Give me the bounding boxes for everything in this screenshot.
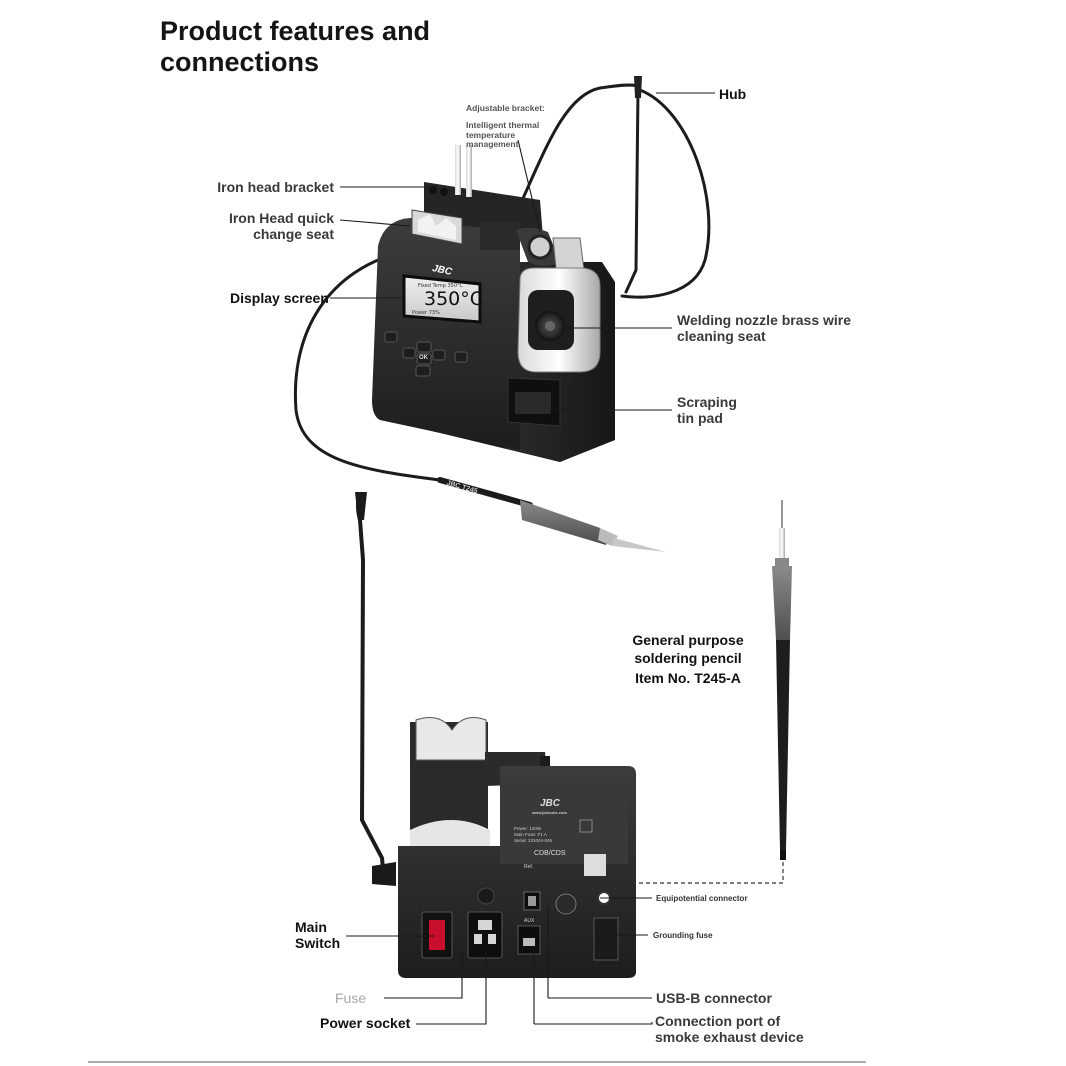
lcd-temperature: 350°C (424, 288, 484, 310)
pencil-t245 (772, 500, 792, 860)
side-holder (355, 492, 396, 886)
label-main-switch-line-2: Switch (295, 935, 341, 951)
label-pencil-line-1: General purpose (632, 632, 744, 648)
label-brass-wire-seat: Welding nozzle brass wire cleaning seat (677, 312, 851, 344)
rear-power: Power: 120W (514, 826, 542, 831)
label-pencil-item: Item No. T245-A (635, 670, 741, 686)
rear-website: www.jbctools.com (532, 810, 567, 815)
label-scraping-line-2: tin pad (677, 410, 723, 426)
label-grounding-fuse: Grounding fuse (653, 931, 713, 940)
label-thermal-management: Intelligent thermal temperature manageme… (466, 120, 540, 150)
rear-specs: Power: 120W Main Fuse: F1 A Serial: 2310… (514, 826, 552, 844)
label-hub: Hub (719, 86, 747, 102)
label-quick-change-seat: Iron Head quick change seat (160, 210, 334, 242)
label-equipotential: Equipotential connector (656, 894, 748, 903)
label-iron-head-bracket: Iron head bracket (217, 179, 334, 195)
label-scraping-line-1: Scraping (677, 394, 737, 410)
label-scraping-pad: Scraping tin pad (677, 394, 737, 426)
label-fuse: Fuse (335, 990, 367, 1006)
lcd-top-line: Fixed Temp 350°C (418, 283, 463, 289)
aux-label: AUX (524, 918, 535, 924)
iron-cable (293, 83, 711, 482)
station-front (372, 145, 615, 462)
label-quick-change-line-1: Iron Head quick (228, 210, 334, 226)
label-smoke-line-2: smoke exhaust device (655, 1029, 804, 1045)
top-iron (437, 477, 666, 552)
label-thermal-line-3: management (466, 139, 519, 149)
station-rear (398, 717, 636, 978)
label-general-pencil: General purpose soldering pencil Item No… (620, 631, 756, 687)
label-brass-wire-line-1: Welding nozzle brass wire (677, 312, 852, 328)
brand-logo-rear: JBC (540, 798, 561, 809)
label-usb-b: USB-B connector (656, 990, 772, 1006)
label-power-socket: Power socket (320, 1015, 411, 1031)
leader-lines (330, 92, 715, 1025)
lcd-bottom-line: Power 73% (412, 310, 440, 316)
rear-fuse: Main Fuse: F1 A (514, 832, 547, 837)
label-quick-change-line-2: change seat (253, 226, 334, 242)
label-adjustable-bracket: Adjustable bracket: (466, 103, 545, 113)
rear-ref: Ref. (524, 864, 534, 870)
ok-key: OK (419, 355, 428, 361)
label-smoke-line-1: Connection port of (655, 1013, 781, 1029)
label-thermal-line-1: Intelligent thermal (466, 120, 540, 130)
label-pencil-line-2: soldering pencil (634, 650, 742, 666)
label-main-switch-line-1: Main (295, 919, 327, 935)
hub (634, 76, 642, 98)
label-smoke-exhaust-port: Connection port of smoke exhaust device (655, 1013, 804, 1045)
page-title: Product features and connections (160, 16, 430, 78)
title-line-2: connections (160, 47, 320, 77)
pencil-connector-line (636, 862, 784, 884)
title-line-1: Product features and (160, 16, 431, 46)
label-thermal-line-2: temperature (466, 129, 516, 140)
label-main-switch: Main Switch (295, 919, 340, 951)
rear-model: CDB/CDS (534, 850, 566, 857)
rear-serial: Serial: 231044-046 (514, 838, 553, 843)
label-display-screen: Display screen (230, 290, 329, 306)
label-brass-wire-line-2: cleaning seat (677, 328, 766, 344)
